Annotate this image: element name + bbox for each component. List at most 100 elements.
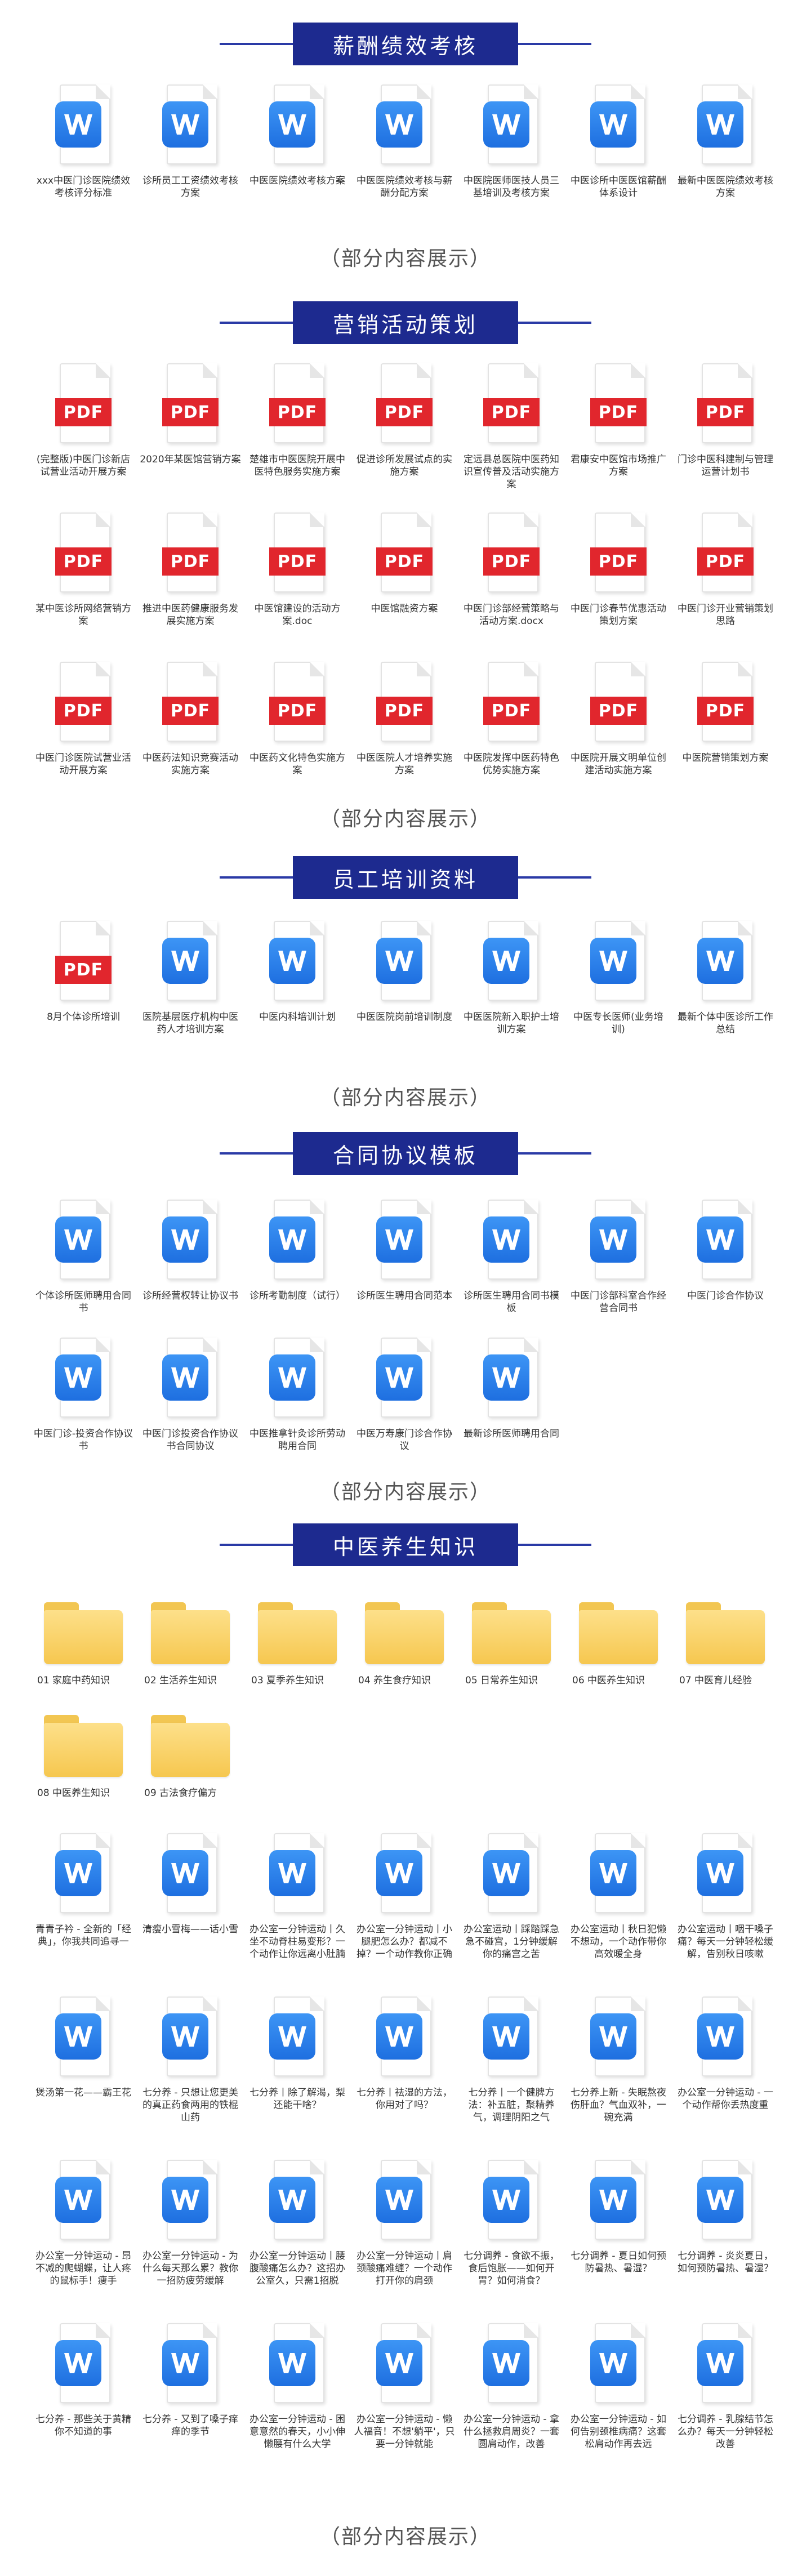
file-item[interactable]: 青青子衿 - 全新的「经典」，你我共同追寻一	[33, 1833, 134, 1963]
file-item[interactable]: 办公室一分钟运动 - 一个动作帮你丢热度重	[675, 1996, 776, 2126]
file-item[interactable]: PDF(完整版)中医门诊新店试营业活动开展方案	[33, 363, 134, 493]
file-label: 中医内科培训计划	[259, 1011, 336, 1023]
file-item[interactable]: 七分养 - 只想让您更美的真正药食两用的铁棍山药	[140, 1996, 241, 2126]
file-item[interactable]: 办公室一分钟运动丨久坐不动脊柱易变形？一个动作让你远离小肚腩	[247, 1833, 348, 1963]
file-item[interactable]: 办公室一分钟运动 - 困意意然的春天，小小伸懒腰有什么大学	[247, 2323, 348, 2453]
file-item[interactable]: 中医万寿康门诊合作协议	[354, 1338, 455, 1467]
file-item[interactable]: xxx中医门诊医院绩效考核评分标准	[33, 84, 134, 214]
file-item[interactable]: 中医门诊投资合作协议书合同协议	[140, 1338, 241, 1467]
file-item[interactable]: 办公室一分钟运动 - 昂不减的爬蝴蝶，让人疼的鼠标手！瘦手	[33, 2160, 134, 2289]
file-item[interactable]: 七分养丨除了解渴，梨还能干啥？	[247, 1996, 348, 2126]
file-item[interactable]: 办公室运动丨秋日犯懒不想动，一个动作带你高效暖全身	[568, 1833, 669, 1963]
file-label: 中医馆融资方案	[371, 603, 438, 614]
file-item[interactable]: 中医门诊合作协议	[675, 1200, 776, 1329]
file-item[interactable]: 办公室一分钟运动丨肩颈酸痛难缠？一个动作打开你的肩颈	[354, 2160, 455, 2289]
file-item[interactable]: 中医医院绩效考核方案	[247, 84, 348, 214]
page-fold	[417, 2160, 431, 2174]
file-item[interactable]: 办公室运动丨咽干嗓子痛？每天一分钟轻松缓解，告别秋日咳嗽	[675, 1833, 776, 1963]
file-item[interactable]: 医院基层医疗机构中医药人才培训方案	[140, 921, 241, 1050]
file-item[interactable]: 七分调养 - 乳腺结节怎么办？每天一分钟轻松改善	[675, 2323, 776, 2453]
file-item[interactable]: 办公室一分钟运动丨小腿肥怎么办？都减不掉？一个动作教你正确	[354, 1833, 455, 1963]
folder-item[interactable]: 02 生活养生知识	[140, 1591, 241, 1692]
file-item[interactable]: 煲汤第一花——霸王花	[33, 1996, 134, 2126]
file-item[interactable]: 中医医院岗前培训制度	[354, 921, 455, 1050]
file-item[interactable]: 办公室一分钟运动丨腰腹酸痛怎么办？这招办公室久，只需1招脱	[247, 2160, 348, 2289]
folder-item[interactable]: 01 家庭中药知识	[33, 1591, 134, 1692]
folder-item[interactable]: 07 中医育儿经验	[675, 1591, 776, 1692]
file-item[interactable]: 诊所医生聘用合同范本	[354, 1200, 455, 1329]
word-file-icon	[162, 2160, 219, 2244]
file-label: 中医院医师医技人员三基培训及考核方案	[464, 175, 559, 199]
word-badge	[162, 1354, 208, 1401]
word-badge	[162, 1216, 208, 1263]
folder-item[interactable]: 05 日常养生知识	[461, 1591, 562, 1692]
page-fold	[631, 2160, 645, 2174]
page-fold	[524, 84, 538, 99]
folder-item[interactable]: 06 中医养生知识	[568, 1591, 669, 1692]
file-item[interactable]: 最新诊所医师聘用合同	[461, 1338, 562, 1467]
folder-item[interactable]: 08 中医养生知识	[33, 1704, 134, 1805]
file-item[interactable]: 中医诊所中医医馆薪酬体系设计	[568, 84, 669, 214]
file-item[interactable]: 七分养丨一个健脾方法：补五脏，聚精养气，调理阴阳之气	[461, 1996, 562, 2126]
file-item[interactable]: 七分调养 - 炎炎夏日，如何预防暑热、暑湿？	[675, 2160, 776, 2289]
folder-item[interactable]: 03 夏季养生知识	[247, 1591, 348, 1692]
file-item[interactable]: 诊所经营权转让协议书	[140, 1200, 241, 1329]
file-item[interactable]: 七分养 - 又到了嗓子痒痒的季节	[140, 2323, 241, 2453]
file-item[interactable]: 办公室一分钟运动 - 拿什么拯救肩周炎？一套圆肩动作，改善	[461, 2323, 562, 2453]
folder-label: 03 夏季养生知识	[251, 1675, 324, 1686]
file-item[interactable]: 中医门诊-投资合作协议书	[33, 1338, 134, 1467]
file-item[interactable]: 办公室运动丨踩踏踩急急不碰宫，1分钟缓解你的痛宫之苦	[461, 1833, 562, 1963]
file-label: 办公室一分钟运动 - 困意意然的春天，小小伸懒腰有什么大学	[249, 2414, 345, 2450]
file-item[interactable]: 诊所员工工资绩效考核方案	[140, 84, 241, 214]
file-item[interactable]: 七分养 - 那些关于黄精你不知道的事	[33, 2323, 134, 2453]
file-item[interactable]: 中医医院新入职护士培训方案	[461, 921, 562, 1050]
file-item[interactable]: 七分养上新 - 失眠熬夜伤肝血？气血双补，一碗充满	[568, 1996, 669, 2126]
file-item[interactable]: 中医内科培训计划	[247, 921, 348, 1050]
file-item[interactable]: 诊所考勤制度（试行）	[247, 1200, 348, 1329]
file-item[interactable]: 最新中医医院绩效考核方案	[675, 84, 776, 214]
file-item[interactable]: 中医推拿针灸诊所劳动聘用合同	[247, 1338, 348, 1467]
file-item[interactable]: 诊所医生聘用合同书模板	[461, 1200, 562, 1329]
file-item[interactable]: 办公室一分钟运动 - 为什么每天那么累？教你一招防疲劳缓解	[140, 2160, 241, 2289]
folder-label: 05 日常养生知识	[465, 1675, 538, 1686]
word-file-icon	[376, 1996, 433, 2081]
file-item[interactable]: 个体诊所医师聘用合同书	[33, 1200, 134, 1329]
file-item[interactable]: 中医专长医师(业务培训)	[568, 921, 669, 1050]
file-item[interactable]: 最新个体中医诊所工作总结	[675, 921, 776, 1050]
file-item[interactable]: 中医院医师医技人员三基培训及考核方案	[461, 84, 562, 214]
folder-item[interactable]: 09 古法食疗偏方	[140, 1704, 241, 1805]
file-item[interactable]: 中医医院绩效考核与薪酬分配方案	[354, 84, 455, 214]
file-item[interactable]: 七分养丨祛湿的方法，你用对了吗？	[354, 1996, 455, 2126]
file-item[interactable]: 七分调养 - 食欲不振，食后饱胀——如何开胃？如何消食？	[461, 2160, 562, 2289]
folder-item[interactable]: 04 养生食疗知识	[354, 1591, 455, 1692]
file-item[interactable]: 清瘦小雪梅——话小雪	[140, 1833, 241, 1963]
file-item[interactable]: 中医门诊部科室合作经营合同书	[568, 1200, 669, 1329]
file-item[interactable]: 办公室一分钟运动 - 懒人福音！不想'躺平'，只要一分钟就能	[354, 2323, 455, 2453]
file-item[interactable]: 七分调养 - 夏日如何预防暑热、暑湿？	[568, 2160, 669, 2289]
word-file-icon	[376, 921, 433, 1005]
page-fold	[310, 1833, 324, 1848]
file-item[interactable]: 办公室一分钟运动 - 如何告别颈椎病痛？这套松肩动作再去远	[568, 2323, 669, 2453]
file-label: 煲汤第一花——霸王花	[35, 2087, 131, 2098]
